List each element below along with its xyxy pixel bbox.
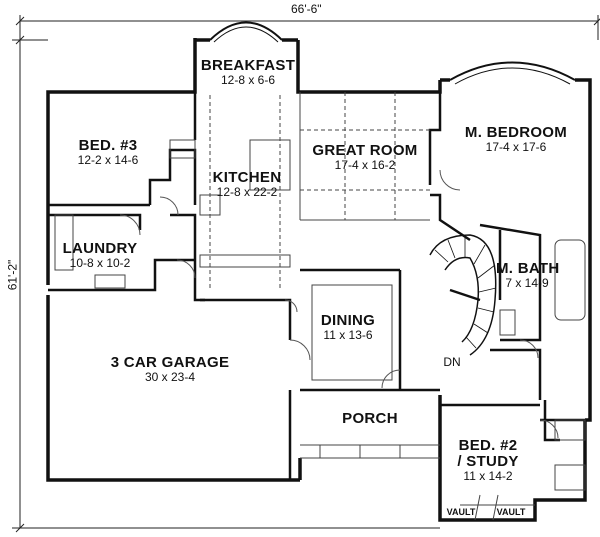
room-porch-name: PORCH	[342, 410, 398, 427]
stair-down-label: DN	[443, 355, 461, 369]
vault-left-label: VAULT	[446, 507, 476, 517]
room-great-room-dims: 17-4 x 16-2	[334, 158, 396, 172]
detail-lines	[54, 92, 586, 521]
room-laundry: LAUNDRY 10-8 x 10-2	[52, 241, 148, 270]
room-garage-name: 3 CAR GARAGE	[110, 354, 230, 371]
room-great-room-name: GREAT ROOM	[312, 142, 418, 159]
vault-right-label: VAULT	[496, 507, 526, 517]
room-dining: DINING 11 x 13-6	[306, 313, 390, 342]
breakfast-bay	[209, 21, 283, 43]
room-bed3-name: BED. #3	[78, 137, 138, 154]
interior-walls	[48, 92, 590, 480]
room-m-bath-dims: 7 x 14-9	[505, 276, 549, 290]
room-porch: PORCH	[330, 411, 410, 427]
room-dining-dims: 11 x 13-6	[323, 328, 373, 342]
exterior-walls	[46, 38, 592, 522]
room-laundry-name: LAUNDRY	[62, 240, 138, 257]
room-kitchen-name: KITCHEN	[212, 169, 282, 186]
room-bed2-study: BED. #2 / STUDY 11 x 14-2	[446, 438, 530, 483]
room-kitchen-dims: 12-8 x 22-2	[216, 185, 278, 199]
overall-depth-dimension-line	[12, 21, 440, 533]
room-bed2-name: BED. #2	[458, 437, 518, 454]
room-breakfast-dims: 12-8 x 6-6	[220, 73, 276, 87]
room-garage: 3 CAR GARAGE 30 x 23-4	[100, 355, 240, 384]
room-kitchen: KITCHEN 12-8 x 22-2	[202, 170, 292, 199]
room-great-room: GREAT ROOM 17-4 x 16-2	[306, 143, 424, 172]
door-swings	[119, 169, 559, 439]
room-m-bath-name: M. BATH	[496, 260, 560, 277]
room-m-bath: M. BATH 7 x 14-9	[496, 260, 560, 290]
room-bed2-name-line2: / STUDY	[457, 453, 519, 470]
room-m-bedroom: M. BEDROOM 17-4 x 17-6	[458, 125, 574, 154]
master-bedroom-bay	[449, 61, 576, 85]
room-laundry-dims: 10-8 x 10-2	[69, 256, 131, 270]
overall-width-label: 66'-6"	[288, 2, 325, 16]
room-dining-name: DINING	[320, 312, 376, 329]
room-garage-dims: 30 x 23-4	[144, 370, 196, 384]
room-breakfast-name: BREAKFAST	[200, 57, 296, 74]
room-bed2-dims: 11 x 14-2	[463, 469, 513, 483]
room-m-bedroom-dims: 17-4 x 17-6	[485, 140, 547, 154]
room-breakfast: BREAKFAST 12-8 x 6-6	[196, 58, 300, 87]
curved-staircase	[429, 234, 497, 356]
room-m-bedroom-name: M. BEDROOM	[464, 124, 568, 141]
overall-depth-label: 61'-2"	[5, 256, 20, 294]
overall-width-dimension-line	[15, 15, 600, 40]
room-bed3-dims: 12-2 x 14-6	[77, 153, 139, 167]
room-bed3: BED. #3 12-2 x 14-6	[58, 138, 158, 167]
